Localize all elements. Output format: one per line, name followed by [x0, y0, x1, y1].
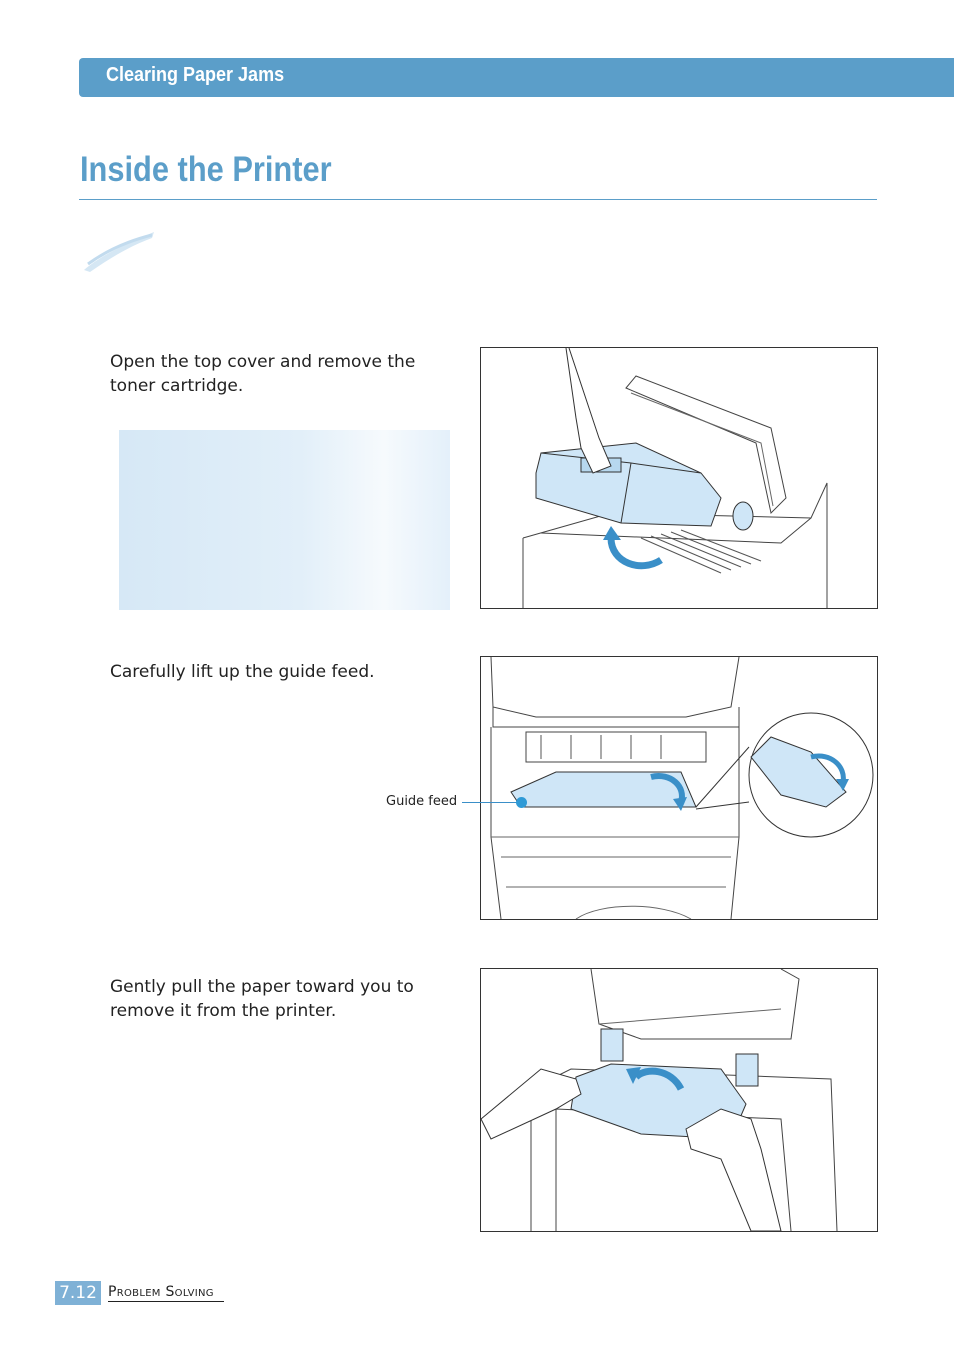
footer-underline — [108, 1301, 224, 1302]
figure-guide-feed — [480, 656, 878, 920]
brush-stroke-decoration — [84, 232, 154, 272]
note-box — [119, 430, 450, 610]
callout-dot — [516, 797, 527, 808]
section-header-bar: Clearing Paper Jams — [79, 58, 954, 97]
callout-guide-feed-label: Guide feed — [386, 794, 458, 809]
page-title: Inside the Printer — [80, 150, 332, 189]
figure-remove-toner — [480, 347, 878, 609]
footer-page-number: 7.12 — [55, 1281, 101, 1305]
step-1-text: Open the top cover and remove the toner … — [110, 352, 416, 396]
figure-pull-paper — [480, 968, 878, 1232]
callout-leader-line — [462, 802, 518, 803]
section-header-title: Clearing Paper Jams — [106, 64, 285, 86]
step-3-text: Gently pull the paper toward you to remo… — [110, 977, 414, 1021]
footer-section-name: Problem Solving — [108, 1284, 214, 1300]
title-rule — [79, 199, 877, 200]
step-2-text: Carefully lift up the guide feed. — [110, 662, 375, 682]
